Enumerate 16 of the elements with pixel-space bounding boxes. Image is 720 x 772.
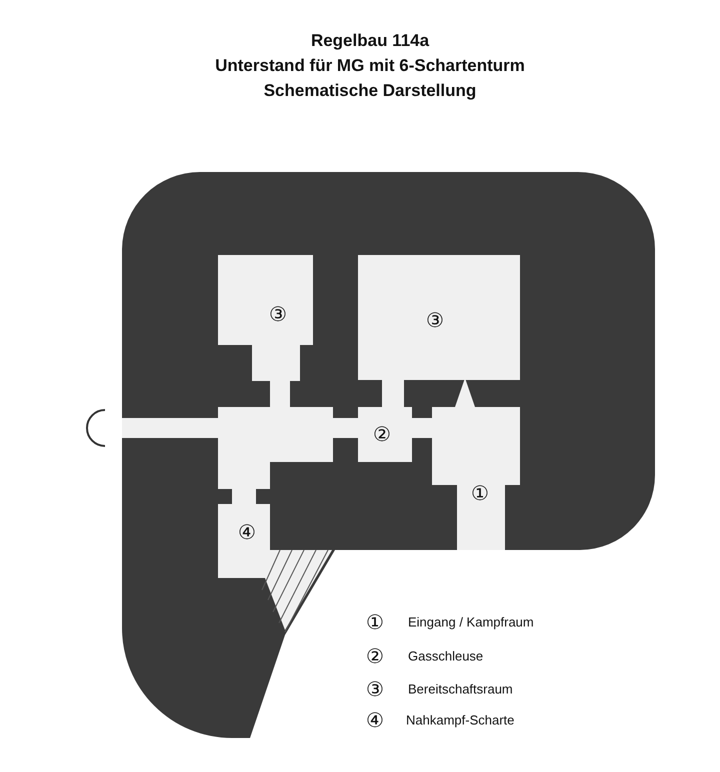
diagram-subtitle: Unterstand für MG mit 6-Schartenturm xyxy=(215,56,525,76)
diagram-title: Regelbau 114a xyxy=(310,31,430,51)
callout-number: ③ xyxy=(426,310,444,330)
callout-number: ④ xyxy=(366,710,384,730)
diagram-subtitle: Schematische Darstellung xyxy=(264,81,476,101)
legend-text: Eingang / Kampfraum xyxy=(408,614,534,630)
callout-number: ① xyxy=(366,612,384,632)
callout-number: ① xyxy=(471,483,489,503)
callout-number: ③ xyxy=(269,304,287,324)
callout-number: ④ xyxy=(238,522,256,542)
callout-number: ② xyxy=(373,424,391,444)
legend-text: Bereitschaftsraum xyxy=(408,682,513,696)
legend-text: Gasschleuse xyxy=(408,648,484,664)
legend-text: Nahkampf-Scharte xyxy=(406,712,514,728)
callout-number: ③ xyxy=(366,679,384,699)
callout-number: ② xyxy=(366,646,384,666)
